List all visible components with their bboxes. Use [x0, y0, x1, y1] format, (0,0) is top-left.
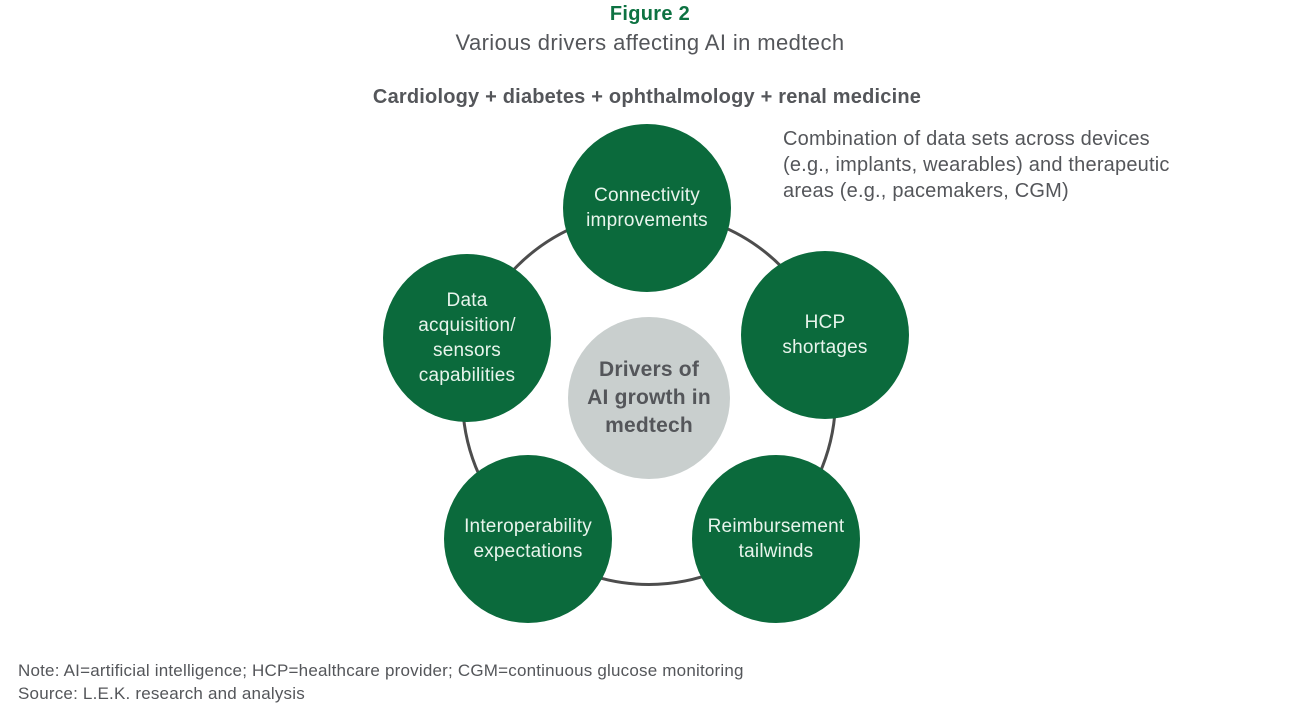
section-heading: Cardiology + diabetes + ophthalmology + …: [372, 86, 922, 108]
node-reimbursement-tailwinds: Reimbursement tailwinds: [692, 455, 860, 623]
node-data-acquisition-sensors-capabilities: Data acquisition/ sensors capabilities: [383, 254, 551, 422]
center-circle-drivers: Drivers of AI growth in medtech: [568, 317, 730, 479]
footer-notes: Note: AI=artificial intelligence; HCP=he…: [18, 659, 744, 705]
node-hcp-shortages: HCP shortages: [741, 251, 909, 419]
annotation-text: Combination of data sets across devices …: [783, 128, 1170, 202]
node-connectivity-improvements: Connectivity improvements: [563, 124, 731, 292]
source-line: Source: L.E.K. research and analysis: [18, 684, 305, 703]
figure-title: Various drivers affecting AI in medtech: [455, 30, 845, 55]
figure-label: Figure 2: [609, 3, 691, 25]
node-interoperability-expectations: Interoperability expectations: [444, 455, 612, 623]
note-line: Note: AI=artificial intelligence; HCP=he…: [18, 661, 744, 680]
